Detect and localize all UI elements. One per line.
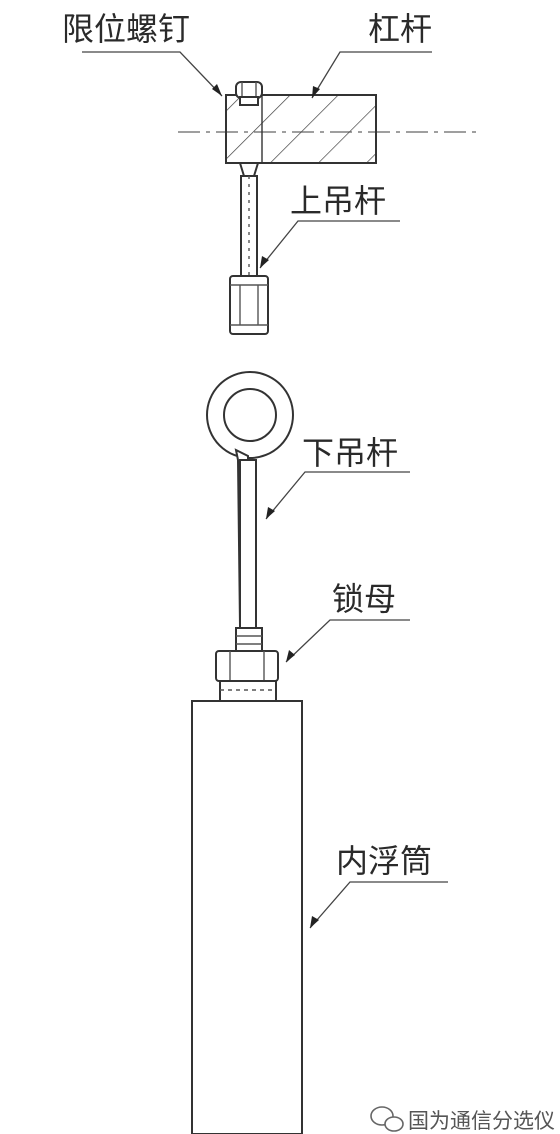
leader-lever [311, 51, 432, 99]
wechat-icon [370, 1106, 404, 1132]
label-lower-rod: 下吊杆 [302, 434, 398, 472]
lower-rod [206, 371, 294, 653]
leader-limit-screw [82, 51, 223, 97]
leader-lock-nut [285, 619, 410, 663]
lever [225, 94, 377, 164]
watermark-text: 国为通信分选仪 [408, 1109, 555, 1133]
label-lock-nut: 锁母 [332, 580, 396, 618]
leader-upper-rod [259, 220, 400, 269]
leader-lower-rod [265, 471, 410, 520]
lock-nut [215, 650, 279, 702]
label-inner-float: 内浮筒 [336, 842, 432, 880]
watermark: 国为通信分选仪 [370, 1106, 555, 1133]
limit-screw [235, 81, 263, 106]
upper-rod [229, 162, 269, 335]
label-limit-screw: 限位螺钉 [62, 10, 190, 48]
leader-inner-float [309, 881, 448, 929]
label-lever: 杠杆 [368, 10, 432, 48]
label-upper-rod: 上吊杆 [290, 182, 386, 220]
inner-float [191, 700, 303, 1134]
